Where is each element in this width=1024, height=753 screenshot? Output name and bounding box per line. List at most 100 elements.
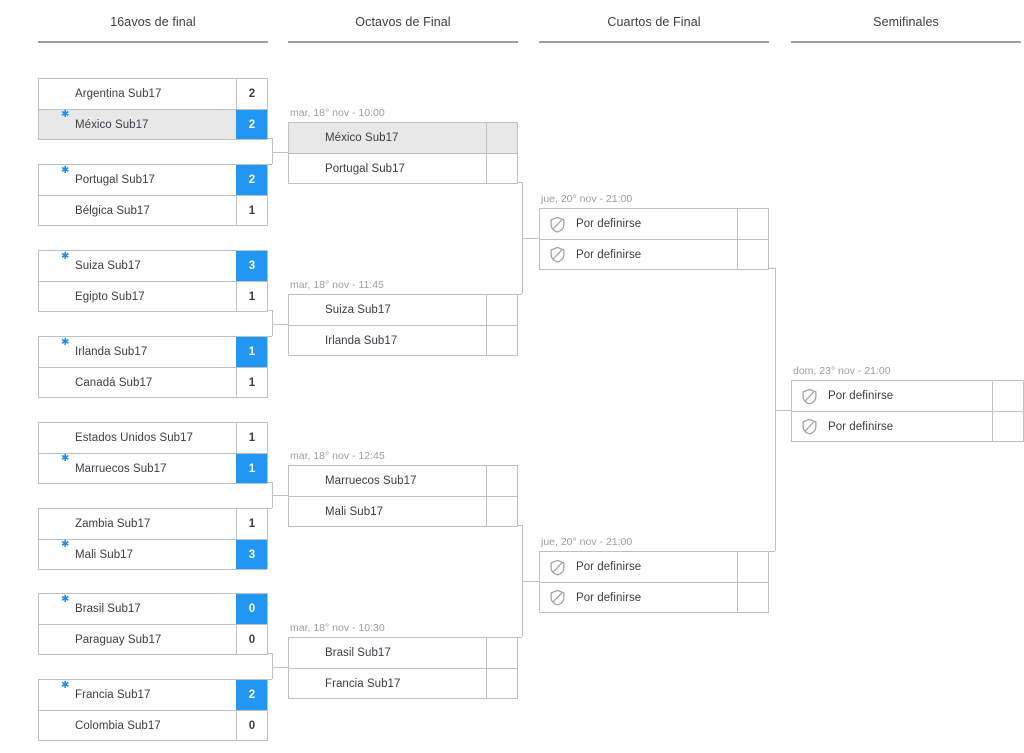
team-name: Marruecos Sub17 [75, 462, 167, 475]
team-cell: México Sub17 [289, 123, 486, 153]
team-score [486, 123, 517, 153]
team-cell: ✱Irlanda Sub17 [39, 337, 236, 367]
match-datetime: mar, 18° nov - 12:45 [290, 450, 385, 462]
flag-marruecos-icon: ✱ [48, 454, 69, 477]
team-cell: ✱ Suiza Sub17 [39, 251, 236, 281]
team-row[interactable]: Por definirse [792, 411, 1023, 441]
connector-line [268, 482, 272, 483]
connector-line [775, 410, 791, 411]
connector-line [775, 268, 776, 551]
team-row[interactable]: Por definirse [540, 239, 768, 269]
team-row[interactable]: Suiza Sub17 [289, 295, 517, 325]
column-header-r16: Octavos de Final [288, 14, 518, 43]
team-row[interactable]: Por definirse [540, 582, 768, 612]
winner-star-icon: ✱ [61, 250, 70, 262]
team-row[interactable]: Francia Sub17 [289, 668, 517, 698]
connector-line [272, 653, 273, 679]
team-score [486, 466, 517, 496]
flag-eeuu-icon [48, 430, 65, 447]
tbd-shield-icon [801, 418, 818, 435]
team-cell: Egipto Sub17 [39, 282, 236, 311]
team-score: 2 [236, 680, 267, 710]
team-row[interactable]: Por definirse [540, 552, 768, 582]
winner-star-icon: ✱ [61, 336, 70, 348]
flag-mali-icon [298, 503, 315, 520]
team-name: Suiza Sub17 [75, 260, 141, 272]
team-score: 3 [236, 540, 267, 569]
match-datetime: mar, 18° nov - 10:30 [290, 622, 385, 634]
team-row[interactable]: México Sub17 [289, 123, 517, 153]
team-name: Por definirse [576, 218, 642, 230]
team-row[interactable]: Mali Sub17 [289, 496, 517, 526]
team-row[interactable]: Por definirse [540, 209, 768, 239]
connector-line [518, 637, 522, 638]
team-row[interactable]: ✱ Suiza Sub17 3 [39, 251, 267, 281]
team-row[interactable]: Brasil Sub17 [289, 638, 517, 668]
winner-star-icon: ✱ [61, 679, 70, 691]
team-cell: Por definirse [540, 552, 737, 582]
connector-line [268, 336, 272, 337]
tbd-shield-icon [549, 559, 566, 576]
connector-line [272, 152, 288, 153]
tbd-shield-icon [549, 216, 566, 233]
flag-suiza-icon: ✱ [48, 251, 69, 275]
connector-line [268, 679, 272, 680]
connector-line [272, 138, 273, 164]
team-cell: Estados Unidos Sub17 [39, 423, 236, 453]
connector-line [272, 495, 288, 496]
team-row[interactable]: Portugal Sub17 [289, 153, 517, 183]
team-row[interactable]: Marruecos Sub17 [289, 466, 517, 496]
team-score: 3 [236, 251, 267, 281]
team-score: 2 [236, 165, 267, 195]
team-row[interactable]: Irlanda Sub17 [289, 325, 517, 355]
team-name: Mali Sub17 [325, 505, 384, 518]
team-name: Paraguay Sub17 [75, 633, 162, 646]
column-title: Semifinales [873, 15, 939, 29]
team-score [737, 552, 768, 582]
team-row[interactable]: Por definirse [792, 381, 1023, 411]
team-score [737, 240, 768, 269]
connector-line [769, 551, 775, 552]
column-title: 16avos de final [110, 15, 196, 29]
flag-zambia-icon [48, 516, 65, 533]
connector-line [272, 667, 288, 668]
team-score [486, 295, 517, 325]
